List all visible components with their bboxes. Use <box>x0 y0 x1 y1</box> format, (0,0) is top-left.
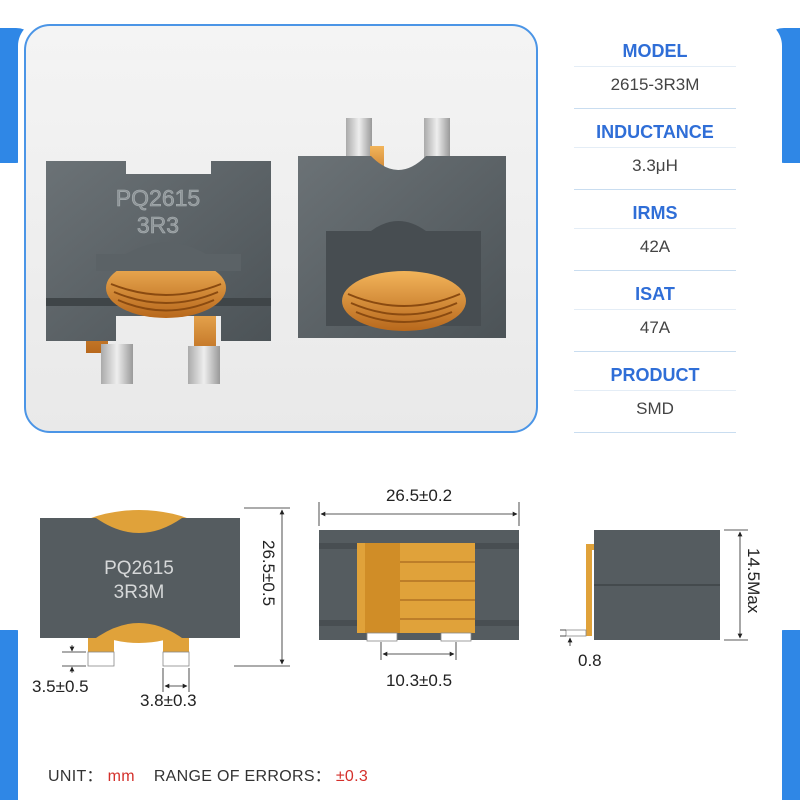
profile-lead-dimension: 0.8 <box>578 651 602 670</box>
spec-value: 3.3μH <box>632 156 678 175</box>
error-label: RANGE OF ERRORS： <box>153 768 332 785</box>
profile-height-dimension: 14.5Max <box>744 548 763 614</box>
front-marking-line1: PQ2615 <box>104 558 174 579</box>
front-height-dimension: 26.5±0.5 <box>259 540 278 606</box>
spec-value: SMD <box>636 399 674 418</box>
spec-label: IRMS <box>632 203 678 223</box>
side-width-dimension: 26.5±0.2 <box>386 486 452 505</box>
spec-row-inductance: INDUCTANCE 3.3μH <box>574 109 736 190</box>
dimension-drawings: PQ2615 3R3M 26.5±0.5 3.5±0.5 3.8±0.3 26.… <box>32 486 763 710</box>
spec-row-model: MODEL 2615-3R3M <box>574 28 736 109</box>
footer-note: UNIT： mm RANGE OF ERRORS： ±0.3 <box>48 762 368 786</box>
spec-row-isat: ISAT 47A <box>574 271 736 352</box>
spec-row-irms: IRMS 42A <box>574 190 736 271</box>
product-photo: PQ2615 3R3 <box>24 24 538 433</box>
spec-label: MODEL <box>622 41 688 61</box>
side-pin-spacing-dimension: 10.3±0.5 <box>386 671 452 690</box>
spec-row-product: PRODUCT SMD <box>574 352 736 433</box>
inductor-photo-illustration: PQ2615 3R3 <box>46 118 506 384</box>
front-marking-line2: 3R3M <box>114 582 165 603</box>
unit-value: mm <box>107 768 135 785</box>
inductor-left: PQ2615 3R3 <box>46 161 271 384</box>
spec-table: MODEL 2615-3R3M INDUCTANCE 3.3μH IRMS 42… <box>574 28 736 433</box>
photo-marking-line2: 3R3 <box>137 212 179 238</box>
spec-label: PRODUCT <box>610 365 700 385</box>
front-view-drawing: PQ2615 3R3M 26.5±0.5 3.5±0.5 3.8±0.3 <box>32 507 290 710</box>
photo-marking-line1: PQ2615 <box>116 185 200 211</box>
unit-label: UNIT： <box>48 768 103 785</box>
front-pin-width-dimension: 3.8±0.3 <box>140 691 197 710</box>
spec-label: ISAT <box>635 284 675 304</box>
inductor-right <box>298 118 506 338</box>
spec-value: 47A <box>639 318 671 337</box>
error-value: ±0.3 <box>335 768 369 785</box>
spec-value: 2615-3R3M <box>610 75 700 94</box>
spec-label: INDUCTANCE <box>596 122 714 142</box>
side-view-drawing: 26.5±0.2 10.3±0.5 <box>318 486 520 690</box>
profile-view-drawing: 14.5Max 0.8 <box>560 529 763 670</box>
front-pin-height-dimension: 3.5±0.5 <box>32 677 89 696</box>
spec-value: 42A <box>639 237 671 256</box>
